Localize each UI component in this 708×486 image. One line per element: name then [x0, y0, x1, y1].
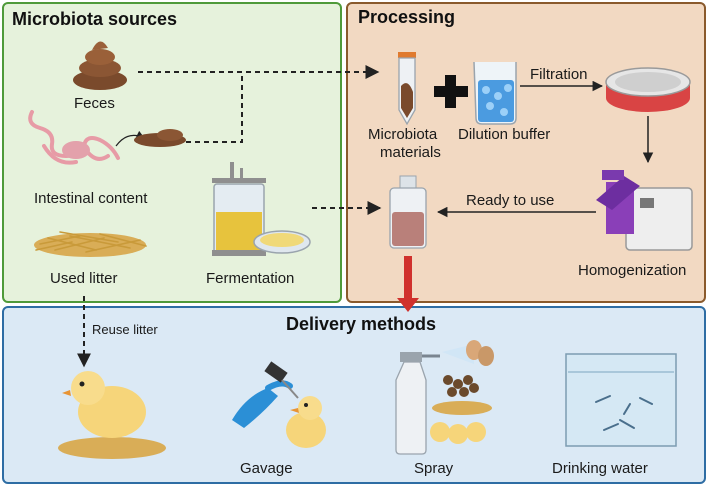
- sample-tube-icon: [398, 52, 416, 126]
- delivery-methods-title: Delivery methods: [286, 314, 437, 334]
- reuse-litter-label: Reuse litter: [92, 322, 158, 337]
- used-litter-label: Used litter: [50, 270, 118, 287]
- spray-label: Spray: [414, 460, 454, 477]
- microbiota-materials-label-line2: materials: [380, 144, 441, 161]
- drinking-water-label: Drinking water: [552, 460, 648, 477]
- bottle-icon: [389, 175, 427, 249]
- homogenizer-icon: [596, 170, 693, 251]
- spray-mist-icon: [442, 344, 474, 364]
- stomach-icon: [62, 141, 90, 159]
- ready-to-use-label: Ready to use: [466, 192, 555, 209]
- spray-chicks-icon: [430, 422, 486, 444]
- feces-icon: [73, 41, 127, 90]
- petri-dish-icon: [253, 230, 311, 254]
- plus-icon: [434, 75, 468, 108]
- microbiota-sources-title: Microbiota sources: [12, 9, 178, 29]
- homogenization-label: Homogenization: [578, 262, 687, 279]
- intestinal-content-label: Intestinal content: [34, 190, 148, 207]
- gavage-chick-icon: [286, 396, 326, 448]
- dilution-buffer-label: Dilution buffer: [458, 126, 551, 143]
- bioreactor-icon: [212, 162, 266, 256]
- filtration-label: Filtration: [530, 66, 588, 83]
- to-delivery-arrow: [397, 256, 419, 312]
- water-tank-icon: [565, 353, 677, 447]
- processing-title: Processing: [358, 7, 456, 27]
- feed-pellets-icon: [443, 375, 479, 397]
- intestinal-content-icon: [134, 129, 186, 147]
- filter-icon: [605, 67, 691, 112]
- gavage-glove-icon: [232, 361, 299, 428]
- gavage-label: Gavage: [240, 460, 293, 477]
- beaker-icon: [473, 61, 517, 125]
- fermentation-label: Fermentation: [206, 270, 295, 287]
- content-to-materials-arrow: [186, 72, 243, 143]
- chick-on-litter-icon: [58, 371, 166, 459]
- spray-litter-icon: [432, 401, 492, 415]
- microbiota-materials-label-line1: Microbiota: [368, 126, 438, 143]
- straw-litter-icon: [34, 231, 147, 257]
- feces-label: Feces: [74, 95, 115, 112]
- spray-bottle-icon: [395, 352, 440, 455]
- eggs-icon: [466, 340, 494, 366]
